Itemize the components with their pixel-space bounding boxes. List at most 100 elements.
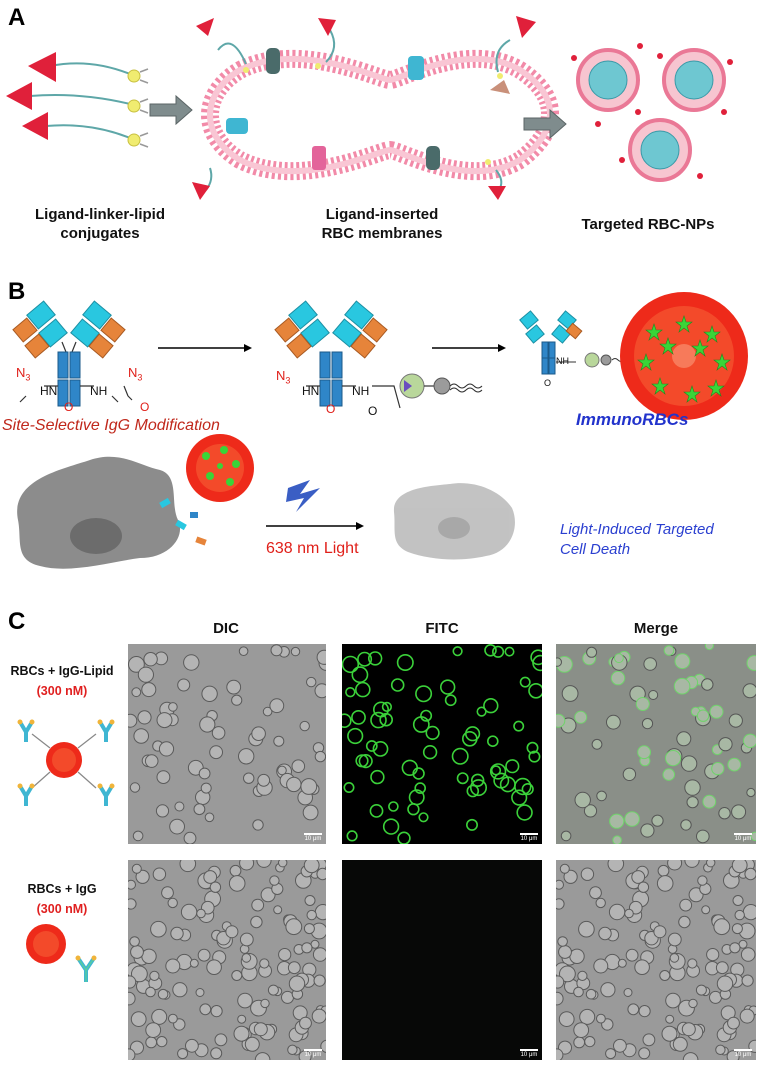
cell bbox=[617, 958, 627, 968]
cell bbox=[287, 961, 301, 975]
cell bbox=[465, 726, 481, 742]
cell bbox=[739, 1008, 755, 1024]
scale-label: 10 μm bbox=[304, 836, 322, 842]
cell bbox=[669, 953, 680, 963]
cell bbox=[131, 863, 142, 874]
cell bbox=[627, 1003, 640, 1016]
n3-n: N bbox=[128, 365, 138, 380]
cell bbox=[635, 697, 650, 711]
cell bbox=[701, 905, 711, 915]
cell bbox=[260, 887, 276, 903]
cell bbox=[702, 794, 717, 809]
cell bbox=[299, 1016, 312, 1030]
cell bbox=[372, 741, 389, 757]
cell bbox=[573, 1022, 590, 1039]
caption-line: conjugates bbox=[60, 225, 140, 242]
caption-conjugates: Ligand-linker-lipid conjugates bbox=[10, 205, 190, 243]
cell bbox=[734, 909, 745, 921]
cell bbox=[161, 886, 174, 900]
cell-death-caption: Light-Induced Targeted Cell Death bbox=[560, 520, 714, 560]
cell bbox=[530, 649, 542, 666]
cell bbox=[412, 716, 430, 733]
hn-left: HN bbox=[40, 384, 58, 398]
cell bbox=[743, 733, 756, 748]
cell bbox=[303, 860, 320, 874]
cell bbox=[365, 740, 378, 752]
cell bbox=[489, 763, 507, 780]
cell bbox=[270, 644, 283, 657]
cell bbox=[608, 903, 626, 921]
cell bbox=[167, 897, 178, 909]
cell bbox=[151, 1008, 168, 1025]
cell bbox=[663, 645, 675, 656]
cell bbox=[598, 926, 612, 941]
cell bbox=[624, 811, 640, 827]
cell bbox=[229, 864, 242, 877]
cell bbox=[197, 948, 211, 962]
cell bbox=[158, 741, 175, 757]
cell bbox=[250, 915, 263, 929]
cell bbox=[556, 657, 562, 667]
cell bbox=[483, 697, 499, 714]
row-conc-igg-lipid: (300 nM) bbox=[36, 684, 88, 698]
cell bbox=[556, 1048, 564, 1060]
cell bbox=[680, 819, 692, 831]
cell bbox=[659, 970, 671, 981]
cell bbox=[715, 961, 729, 975]
cell bbox=[210, 1005, 223, 1018]
cell bbox=[185, 1038, 199, 1053]
cell bbox=[168, 1013, 178, 1024]
cell bbox=[143, 652, 158, 667]
cell bbox=[316, 867, 326, 881]
micrograph-merge-igg: 10 μm bbox=[556, 860, 756, 1060]
cell bbox=[225, 925, 239, 939]
cell bbox=[311, 1008, 326, 1024]
cell bbox=[593, 958, 609, 974]
cell bbox=[584, 1036, 596, 1048]
cell bbox=[422, 744, 438, 760]
row-label-igg-lipid: RBCs + IgG-Lipid bbox=[10, 664, 114, 678]
cell bbox=[314, 683, 326, 699]
cell bbox=[277, 765, 287, 776]
cell bbox=[558, 945, 572, 959]
cell bbox=[577, 970, 588, 982]
micrograph-dic-igg-lipid: 10 μm bbox=[128, 644, 326, 844]
cell bbox=[137, 710, 152, 725]
cell bbox=[640, 823, 655, 838]
cell bbox=[351, 710, 366, 725]
cell bbox=[563, 869, 578, 884]
cell bbox=[128, 656, 145, 673]
cell bbox=[556, 713, 566, 728]
cell bbox=[262, 706, 273, 717]
column-header-fitc: FITC bbox=[425, 620, 459, 637]
cell bbox=[740, 947, 756, 962]
cell bbox=[667, 932, 682, 947]
cell bbox=[358, 753, 373, 769]
cell bbox=[610, 670, 626, 686]
cell bbox=[638, 1047, 651, 1060]
cell bbox=[407, 803, 420, 816]
cell bbox=[343, 782, 355, 794]
cell bbox=[278, 948, 292, 962]
cell bbox=[368, 651, 383, 666]
cell bbox=[193, 803, 206, 816]
cell bbox=[239, 860, 255, 871]
row-conc-igg: (300 nM) bbox=[36, 902, 88, 916]
cell bbox=[251, 898, 265, 912]
cell bbox=[281, 990, 294, 1004]
cell bbox=[661, 1025, 678, 1042]
cell bbox=[612, 835, 622, 844]
ligand-lipid-conjugates bbox=[6, 52, 149, 148]
micrograph-fitc-igg: 10 μm bbox=[342, 860, 542, 1060]
cell bbox=[687, 958, 698, 969]
cell bbox=[556, 898, 565, 910]
immunorbcs-caption: ImmunoRBCs bbox=[576, 410, 689, 429]
cell bbox=[137, 666, 154, 683]
cell bbox=[622, 767, 637, 782]
cell bbox=[144, 754, 159, 768]
cell bbox=[456, 772, 469, 785]
dead-cell bbox=[393, 483, 515, 560]
scale-bar: 10 μm bbox=[734, 1049, 752, 1058]
site-selective-caption: Site-Selective IgG Modification bbox=[2, 417, 220, 434]
cell bbox=[560, 830, 572, 842]
